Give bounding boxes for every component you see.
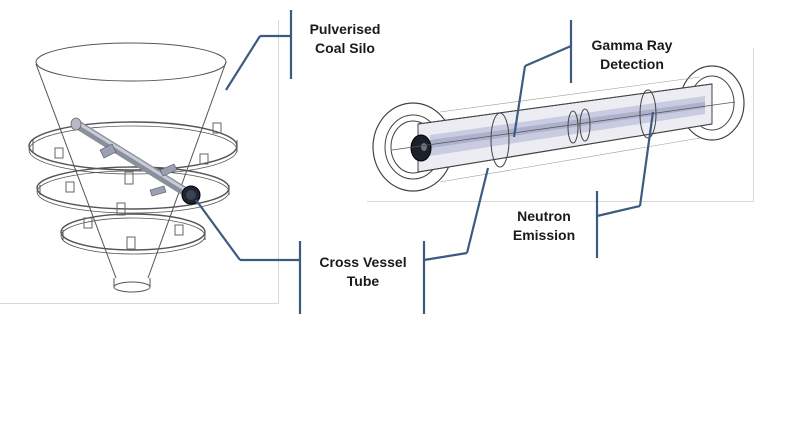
label-neutron-line2: Emission [512,227,576,243]
callout-cross [195,167,490,314]
label-gamma-line1: Gamma Ray [591,37,673,53]
tube-drawing [372,65,745,192]
silo-drawing [28,42,238,293]
label-cross-line1: Cross Vessel [319,254,407,270]
label-silo-line2: Coal Silo [315,40,375,56]
silo-outlet [113,281,151,293]
callouts [195,10,655,314]
silo-top-rim [35,42,227,82]
tube-section-ring-2 [639,89,657,139]
tube-opening [410,134,432,162]
label-cross-vessel-tube: Cross Vessel Tube [309,253,417,291]
callout-gamma [512,20,573,138]
label-pulverised-coal-silo: Pulverised Coal Silo [302,20,388,58]
tube-section-ring-1 [490,112,510,168]
label-gamma-line2: Detection [600,56,664,72]
label-cross-line2: Tube [346,273,380,289]
label-silo-line1: Pulverised [309,21,381,37]
label-neutron-emission: Neutron Emission [507,207,581,245]
label-gamma-ray-detection: Gamma Ray Detection [586,36,678,74]
silo-detector-nubs [54,122,222,250]
callout-silo [225,10,293,91]
silo-cross-vessel-pipe [70,117,201,205]
label-neutron-line1: Neutron [517,208,571,224]
callout-neutron [595,111,655,258]
